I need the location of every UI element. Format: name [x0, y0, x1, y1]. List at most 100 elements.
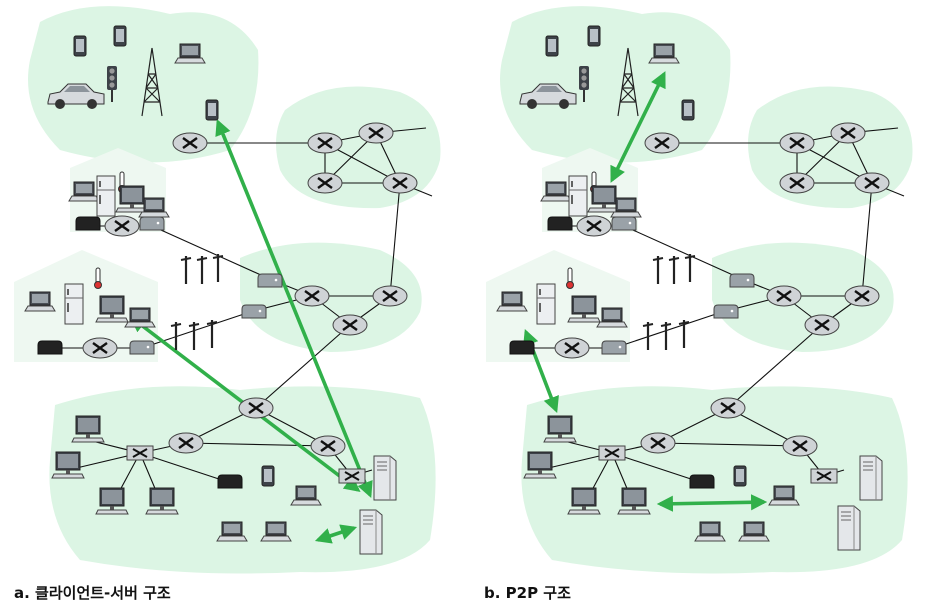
desktop-icon — [51, 451, 85, 479]
switch-icon — [810, 468, 838, 484]
router-icon — [357, 121, 395, 145]
laptop-icon — [24, 291, 56, 312]
desktop-icon — [567, 487, 601, 515]
modem-icon — [217, 474, 243, 489]
modem-icon — [729, 273, 755, 288]
phone-icon — [681, 99, 695, 121]
modem-icon — [611, 216, 637, 231]
router-icon — [829, 121, 867, 145]
modem-icon — [75, 216, 101, 231]
modem-icon — [139, 216, 165, 231]
laptop-icon — [596, 307, 628, 328]
utility-pole-icon — [683, 252, 697, 284]
caption-client-server: a. 클라이언트-서버 구조 — [14, 584, 171, 602]
modem-icon — [129, 340, 155, 355]
panel-a — [14, 6, 441, 574]
server-icon — [859, 455, 883, 501]
router-icon — [643, 131, 681, 155]
laptop-icon — [496, 291, 528, 312]
router-icon — [575, 214, 613, 238]
router-icon — [306, 171, 344, 195]
switch-icon — [598, 445, 626, 461]
laptop-icon — [124, 307, 156, 328]
modem-icon — [37, 340, 63, 355]
home-network-region-2 — [486, 250, 630, 362]
phone-icon — [587, 25, 601, 47]
server-icon — [359, 509, 383, 555]
desktop-icon — [145, 487, 179, 515]
utility-pole-icon — [651, 254, 665, 286]
desktop-icon — [567, 295, 601, 323]
laptop-icon — [216, 521, 248, 542]
modem-icon — [713, 304, 739, 319]
utility-pole-icon — [205, 318, 219, 350]
laptop-icon — [290, 485, 322, 506]
phone-icon — [261, 465, 275, 487]
laptop-icon — [694, 521, 726, 542]
laptop-icon — [610, 197, 642, 218]
fridge-icon — [568, 175, 588, 217]
server-icon — [837, 505, 861, 551]
desktop-icon — [523, 451, 557, 479]
panel-b — [486, 6, 913, 574]
laptop-icon — [648, 43, 680, 64]
switch-icon — [126, 445, 154, 461]
router-icon — [778, 171, 816, 195]
phone-icon — [733, 465, 747, 487]
utility-pole-icon — [179, 254, 193, 286]
desktop-icon — [617, 487, 651, 515]
router-icon — [237, 396, 275, 420]
modem-icon — [689, 474, 715, 489]
laptop-icon — [768, 485, 800, 506]
modem-icon — [257, 273, 283, 288]
router-icon — [81, 336, 119, 360]
caption-p2p: b. P2P 구조 — [484, 584, 571, 602]
phone-icon — [73, 35, 87, 57]
laptop-icon — [738, 521, 770, 542]
desktop-icon — [543, 415, 577, 443]
fridge-icon — [96, 175, 116, 217]
desktop-icon — [95, 295, 129, 323]
router-icon — [781, 434, 819, 458]
router-icon — [293, 284, 331, 308]
fridge-icon — [536, 283, 556, 325]
router-icon — [103, 214, 141, 238]
router-icon — [381, 171, 419, 195]
phone-icon — [205, 99, 219, 121]
utility-pole-icon — [677, 318, 691, 350]
thermometer-icon — [94, 267, 102, 289]
laptop-icon — [68, 181, 100, 202]
laptop-icon — [138, 197, 170, 218]
home-network-region-2 — [14, 250, 158, 362]
modem-icon — [509, 340, 535, 355]
mobile-network-region — [500, 6, 731, 163]
utility-pole-icon — [211, 252, 225, 284]
phone-icon — [545, 35, 559, 57]
phone-icon — [113, 25, 127, 47]
router-icon — [171, 131, 209, 155]
router-icon — [553, 336, 591, 360]
router-icon — [765, 284, 803, 308]
modem-icon — [601, 340, 627, 355]
router-icon — [306, 131, 344, 155]
router-icon — [371, 284, 409, 308]
fridge-icon — [64, 283, 84, 325]
utility-pole-icon — [659, 320, 673, 352]
router-icon — [331, 313, 369, 337]
router-icon — [167, 431, 205, 455]
router-icon — [803, 313, 841, 337]
laptop-icon — [260, 521, 292, 542]
router-icon — [639, 431, 677, 455]
server-icon — [373, 455, 397, 501]
utility-pole-icon — [667, 254, 681, 286]
utility-pole-icon — [187, 320, 201, 352]
router-icon — [853, 171, 891, 195]
utility-pole-icon — [195, 254, 209, 286]
desktop-icon — [95, 487, 129, 515]
regional-isp-region — [712, 242, 894, 352]
router-icon — [709, 396, 747, 420]
modem-icon — [547, 216, 573, 231]
desktop-icon — [115, 185, 149, 213]
enterprise-network-region — [521, 386, 908, 574]
